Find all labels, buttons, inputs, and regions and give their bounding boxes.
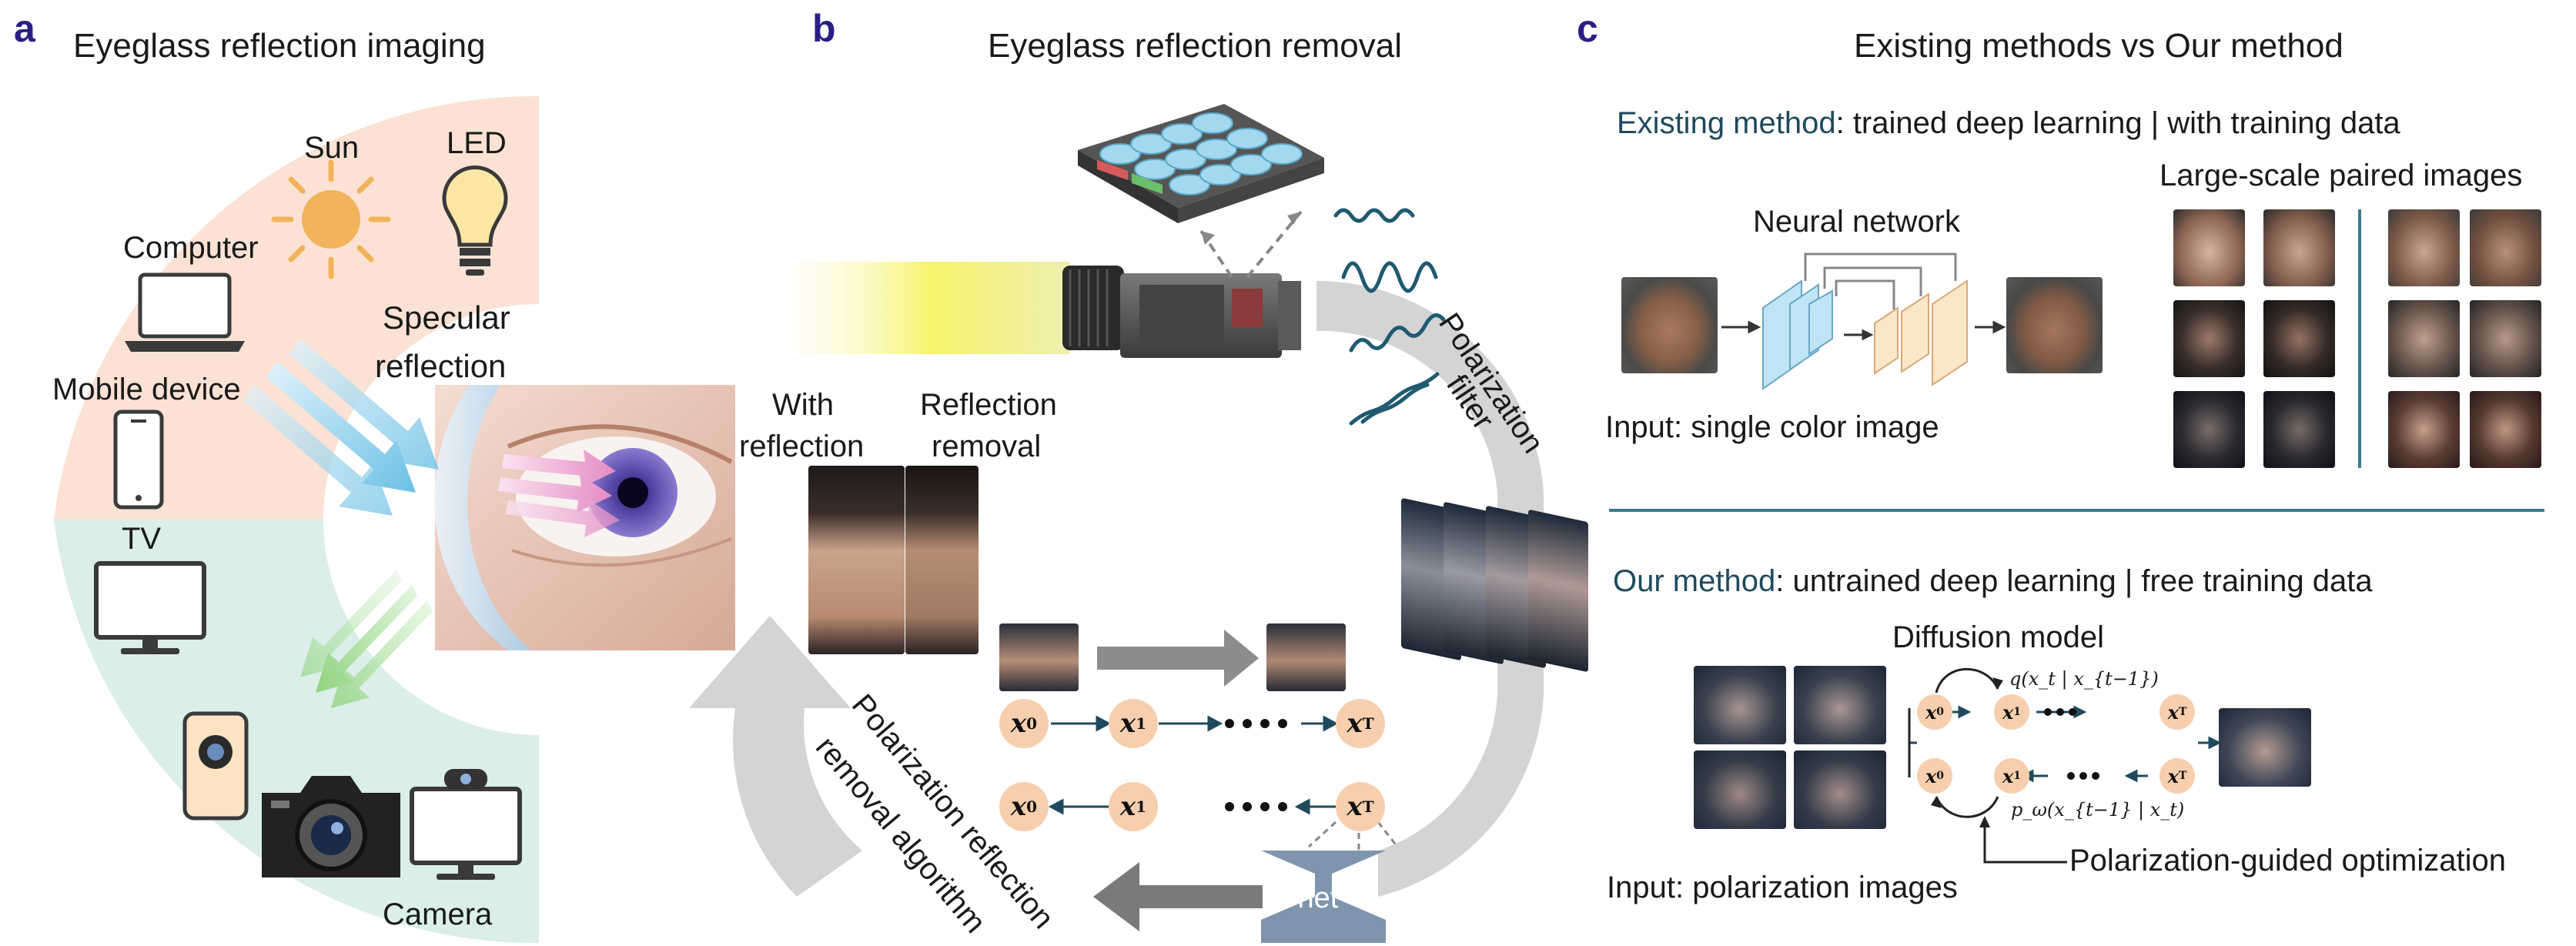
panel-letter-c: c: [1577, 7, 1598, 50]
input-thumbnail: [999, 623, 1079, 691]
light-source-region: [54, 95, 539, 520]
reflected-light-arrows: [300, 570, 433, 708]
label-diffusion-model: Diffusion model: [1892, 620, 2104, 654]
polarization-image-4: [1528, 509, 1588, 673]
phone-camera-icon: [182, 711, 249, 821]
label-specular: Specular: [383, 299, 510, 336]
polarization-sensor-array: [1078, 104, 1324, 223]
webcam-monitor-icon: [410, 769, 522, 880]
label-large-scale-paired: Large-scale paired images: [2159, 159, 2523, 192]
unet-block: [1261, 851, 1386, 943]
label-neural-network: Neural network: [1753, 205, 1961, 239]
process-ring: [1316, 280, 1544, 897]
panel-title-b: Eyeglass reflection removal: [988, 27, 1403, 65]
paired-image: [2173, 300, 2245, 377]
sun-icon: [271, 159, 391, 279]
algorithm-arrow: [689, 616, 862, 897]
label-sun: Sun: [304, 131, 360, 165]
laptop-icon: [125, 272, 245, 352]
label-removal: removal: [932, 430, 1042, 463]
paired-image: [2173, 391, 2245, 468]
polarization-waves: [1333, 208, 1446, 426]
panel-title-c: Existing methods vs Our method: [1854, 27, 2343, 65]
restoration-arrow: [1097, 630, 1259, 687]
label-camera: Camera: [383, 898, 493, 931]
label-led: LED: [447, 126, 507, 160]
output-arrow: [1093, 862, 1263, 931]
led-bulb-icon: [442, 165, 508, 276]
label-with: With: [772, 388, 834, 422]
output-thumbnail: [1266, 623, 1346, 691]
label-unet: Unet: [1276, 882, 1339, 914]
label-polarization-guided: Polarization-guided optimization: [2069, 844, 2506, 877]
paired-image: [2388, 209, 2460, 286]
polarization-input-3: [1694, 750, 1786, 829]
paired-image: [2388, 300, 2460, 377]
label-reflection-word: Reflection: [920, 388, 1057, 422]
paired-image: [2470, 209, 2541, 286]
dslr-camera-icon: [262, 776, 400, 877]
polarization-camera: [1062, 266, 1301, 358]
panel-letter-a: a: [14, 7, 35, 50]
existing-method-label: Existing method: trained deep learning |…: [1617, 106, 2400, 140]
nn-output-face: [2006, 277, 2103, 373]
panel-title-a: Eyeglass reflection imaging: [73, 27, 486, 65]
paired-image: [2470, 391, 2541, 468]
paired-image: [2263, 391, 2335, 468]
paired-image: [2470, 300, 2541, 377]
guidance-arrow: [1983, 827, 2067, 864]
paired-image: [2263, 300, 2335, 377]
light-beam: [793, 262, 1070, 354]
label-computer: Computer: [123, 231, 259, 265]
paired-image: [2263, 209, 2335, 286]
label-tv: TV: [122, 522, 162, 556]
label-with-reflection: reflection: [739, 430, 865, 463]
label-q-forward: q(x_t | x_{t−1}): [2009, 668, 2159, 690]
label-input-polarization: Input: polarization images: [1607, 871, 1958, 904]
reflection-removed-face: [905, 466, 979, 654]
nn-input-face: [1621, 277, 1718, 373]
label-mobile-device: Mobile device: [52, 373, 241, 406]
diffusion-output-face: [2219, 708, 2311, 787]
neural-network-blocks: [1721, 252, 2006, 390]
transmitted-light-arrows: [498, 450, 620, 537]
label-reflection: reflection: [375, 348, 507, 384]
polarization-input-1: [1694, 666, 1786, 744]
polarization-input-4: [1794, 750, 1886, 829]
our-method-label: Our method: untrained deep learning | fr…: [1613, 564, 2373, 598]
panel-letter-b: b: [812, 7, 836, 50]
label-input-single: Input: single color image: [1605, 410, 1939, 444]
paired-image: [2388, 391, 2460, 468]
tv-icon: [94, 561, 206, 654]
incident-light-arrows: [243, 339, 439, 516]
paired-image: [2173, 209, 2245, 286]
mobile-phone-icon: [113, 409, 164, 510]
label-p-reverse: p_ω(x_{t−1} | x_t): [2011, 799, 2185, 821]
polarization-input-2: [1794, 666, 1886, 744]
sensor-zoom-arrows: [1199, 210, 1303, 279]
with-reflection-face: [808, 466, 905, 654]
